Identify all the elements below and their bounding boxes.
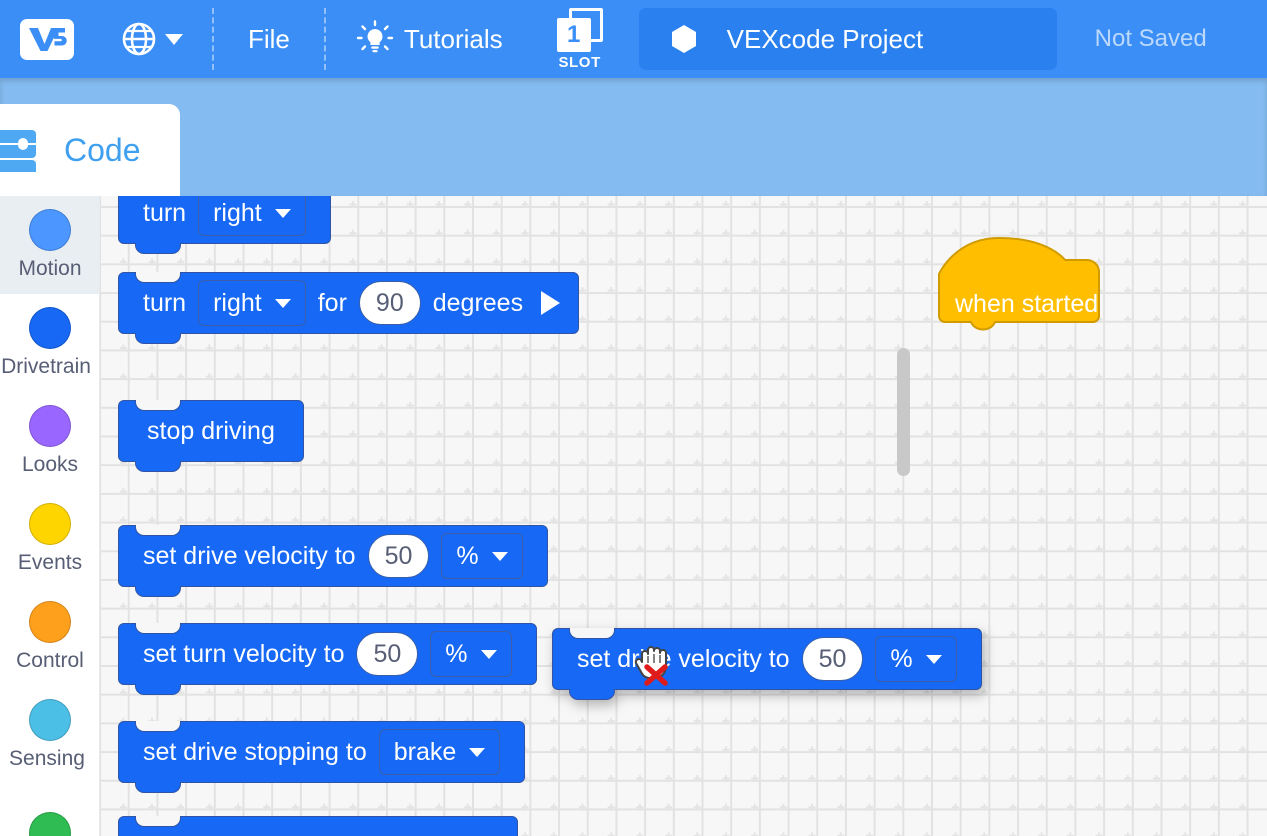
vex-logo-button[interactable] <box>20 18 74 60</box>
direction-dropdown[interactable]: right <box>198 196 306 236</box>
control-color-dot <box>29 601 71 643</box>
toolbar-divider <box>323 8 326 70</box>
file-menu-label: File <box>248 23 290 54</box>
category-looks[interactable]: Looks <box>0 392 99 490</box>
palette-block-stop-driving[interactable]: stop driving <box>118 400 304 472</box>
category-label: Looks <box>21 453 79 476</box>
block-body[interactable]: set turn velocity to 50 % <box>118 623 537 695</box>
velocity-input[interactable]: 50 <box>367 534 430 578</box>
drivetrain-color-dot <box>29 307 71 349</box>
toolbar-divider <box>212 8 214 70</box>
block-palette[interactable]: turn right turn right for 90 degrees <box>100 196 920 836</box>
category-sensing[interactable]: Sensing <box>0 686 99 784</box>
palette-block-set-drive-velocity[interactable]: set drive velocity to 50 % <box>118 525 548 597</box>
slot-number: 1 <box>556 17 591 52</box>
dropdown-value: % <box>456 541 479 570</box>
vex-v5-icon <box>29 28 67 51</box>
category-label: Control <box>16 649 84 672</box>
block-text: set drive stopping to <box>143 737 367 766</box>
block-body[interactable]: turn right for 90 degrees <box>118 272 580 344</box>
dropdown-value: % <box>890 644 913 673</box>
velocity-input[interactable]: 50 <box>356 632 419 676</box>
block-text: set drive velocity to <box>577 644 790 673</box>
tab-code-label: Code <box>64 131 141 168</box>
workspace-hat-block-when-started[interactable]: when started <box>937 234 1101 331</box>
block-body[interactable]: turn right <box>118 196 331 254</box>
palette-block-turn-for-degrees[interactable]: turn right for 90 degrees <box>118 272 580 344</box>
dragged-block-set-drive-velocity[interactable]: set drive velocity to 50 % <box>552 628 982 700</box>
looks-color-dot <box>29 405 71 447</box>
dropdown-value: right <box>213 198 262 227</box>
block-text: turn <box>143 288 187 317</box>
category-motion[interactable]: Motion <box>0 196 99 294</box>
unit-dropdown[interactable]: % <box>441 533 523 579</box>
category-label: Motion <box>18 257 82 280</box>
sensing-color-dot <box>29 699 71 741</box>
chevron-down-icon <box>480 649 497 659</box>
save-status: Not Saved <box>1094 25 1207 52</box>
block-text: stop driving <box>147 416 275 445</box>
degrees-input[interactable]: 90 <box>358 281 421 325</box>
block-text: set turn velocity to <box>143 639 345 668</box>
chevron-down-icon <box>925 654 942 664</box>
tutorials-menu[interactable]: Tutorials <box>326 0 529 78</box>
unit-dropdown[interactable]: % <box>875 636 957 682</box>
hat-block-label: when started <box>955 290 1099 318</box>
chevron-down-icon <box>491 551 508 561</box>
top-toolbar: File Tutorials <box>0 0 1267 78</box>
block-text: set drive velocity to <box>143 541 356 570</box>
block-body[interactable]: set drive velocity to 50 % <box>552 628 982 700</box>
lightbulb-icon <box>356 20 394 53</box>
chevron-down-icon <box>274 208 291 218</box>
tab-code[interactable]: Code <box>0 104 180 196</box>
category-label: Events <box>17 551 83 574</box>
chevron-down-icon <box>274 298 291 308</box>
slot-selector[interactable]: 1 SLOT <box>543 7 617 71</box>
stopping-dropdown[interactable]: brake <box>378 729 501 775</box>
language-selector[interactable] <box>122 22 183 56</box>
chevron-down-icon <box>165 33 183 45</box>
palette-block-turn[interactable]: turn right <box>118 196 331 254</box>
category-rail: Motion Drivetrain Looks Events Control S… <box>0 196 100 836</box>
dropdown-value: brake <box>393 737 457 766</box>
tab-band: Code <box>0 78 1267 196</box>
tutorials-label: Tutorials <box>403 23 503 54</box>
block-body[interactable]: set drive velocity to 50 % <box>118 525 548 597</box>
globe-icon <box>122 22 156 56</box>
category-events[interactable]: Events <box>0 490 99 588</box>
block-text-after: degrees <box>432 288 524 317</box>
dropdown-value: right <box>213 288 262 317</box>
workspace-vertical-scrollbar[interactable] <box>897 348 910 476</box>
hat-block-shape <box>938 236 1100 331</box>
unit-dropdown[interactable]: % <box>430 631 512 677</box>
chevron-down-icon <box>469 747 486 757</box>
project-name-field[interactable]: VEXcode Project <box>638 8 1057 70</box>
motion-color-dot <box>29 209 71 251</box>
block-text-mid: for <box>317 288 347 317</box>
direction-dropdown[interactable]: right <box>198 280 306 326</box>
dropdown-value: % <box>445 639 468 668</box>
category-drivetrain[interactable]: Drivetrain <box>0 294 99 392</box>
code-blocks-icon <box>0 130 36 172</box>
run-block-icon[interactable] <box>541 291 561 315</box>
project-name-label: VEXcode Project <box>726 23 924 54</box>
velocity-input[interactable]: 50 <box>801 637 864 681</box>
slot-label: SLOT <box>558 53 601 71</box>
hexagon-icon <box>671 25 696 53</box>
block-body[interactable] <box>118 816 518 836</box>
slot-icon: 1 <box>556 7 603 52</box>
operator-color-dot <box>29 812 71 836</box>
block-body[interactable]: set drive stopping to brake <box>118 721 526 793</box>
palette-block-partial-bottom[interactable] <box>118 816 518 836</box>
palette-block-set-drive-stopping[interactable]: set drive stopping to brake <box>118 721 526 793</box>
file-menu[interactable]: File <box>214 0 324 78</box>
events-color-dot <box>29 503 71 545</box>
category-label: Drivetrain <box>1 355 91 378</box>
category-operator[interactable] <box>0 784 99 836</box>
block-body[interactable]: stop driving <box>118 400 304 472</box>
palette-block-set-turn-velocity[interactable]: set turn velocity to 50 % <box>118 623 537 695</box>
category-label: Sensing <box>9 747 85 770</box>
category-control[interactable]: Control <box>0 588 99 686</box>
block-text: turn <box>143 198 187 227</box>
